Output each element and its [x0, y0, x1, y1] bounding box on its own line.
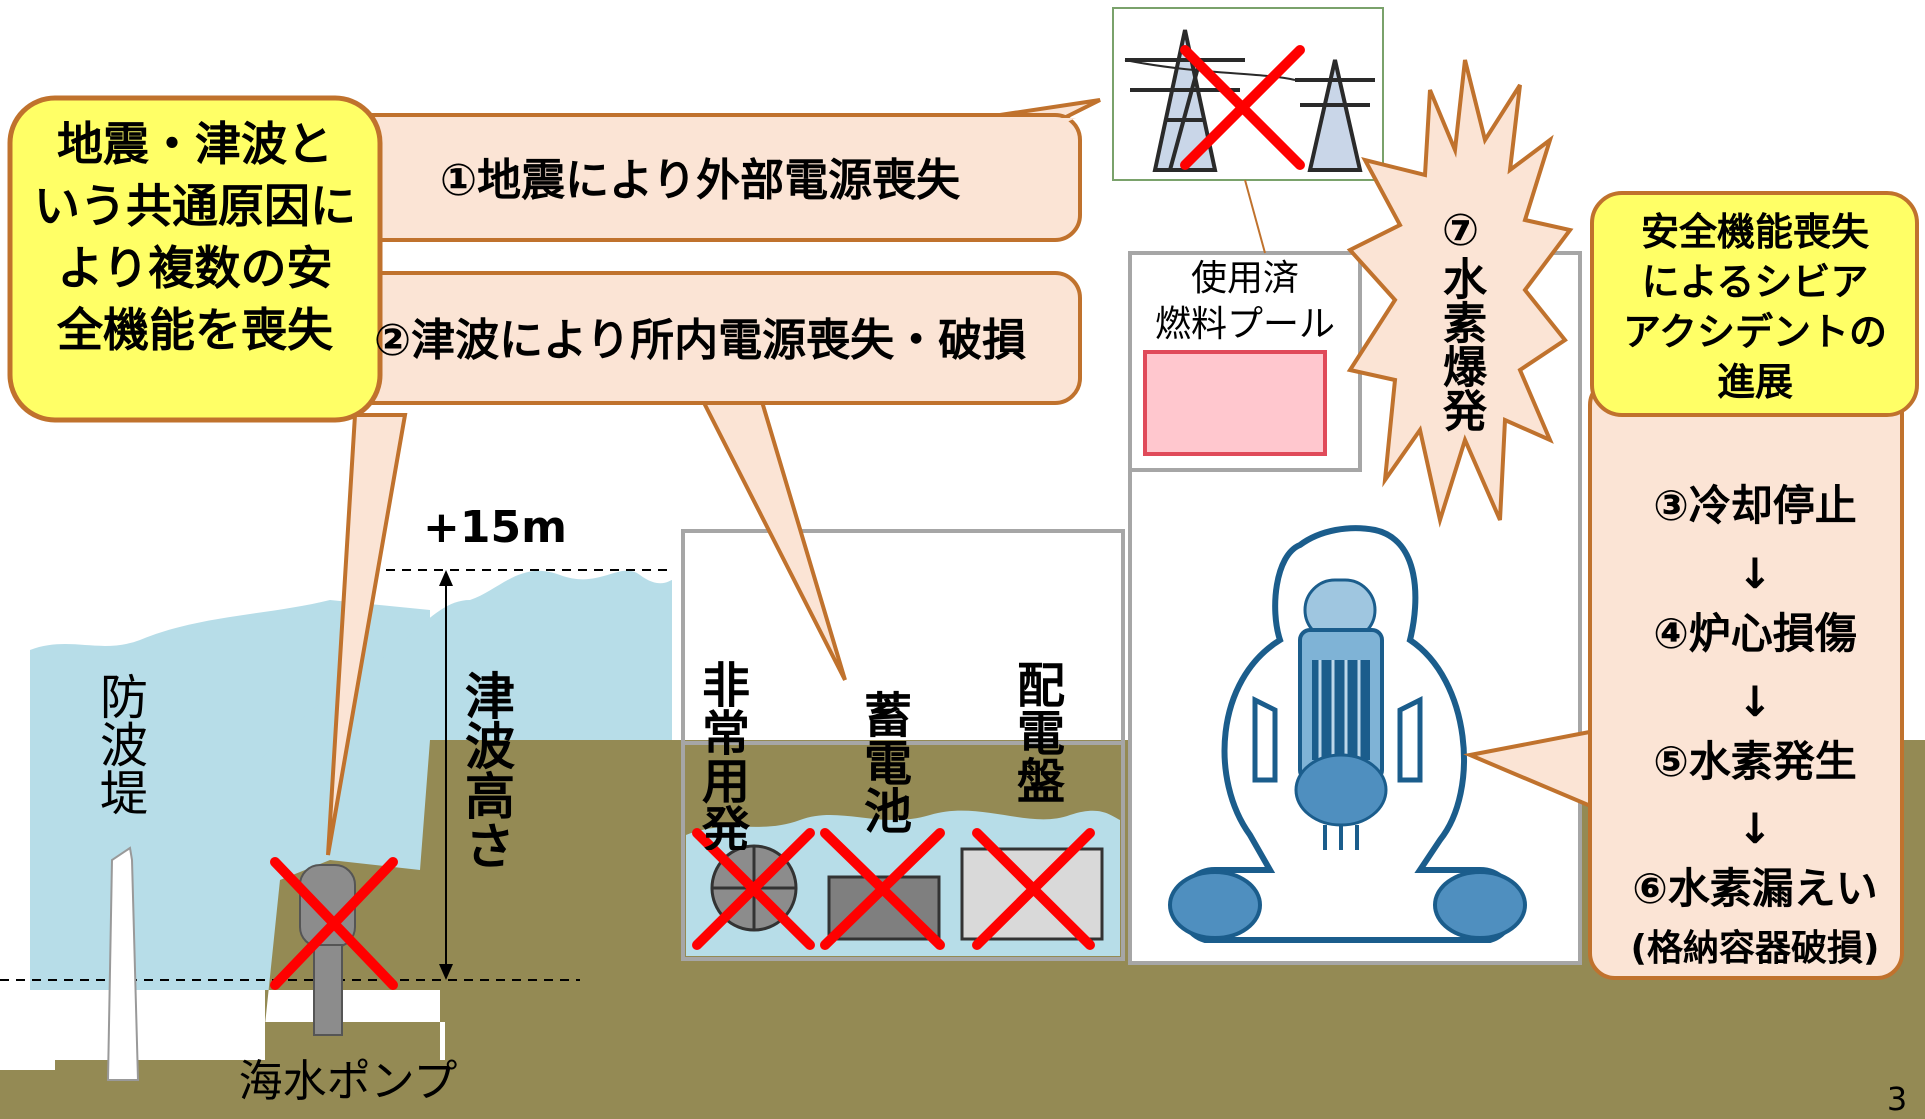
- callout-2-text: ②津波により所内電源喪失・破損: [374, 315, 1026, 366]
- down-arrow-icon: ↓: [1737, 677, 1772, 726]
- cross-mark-icon: [692, 828, 815, 950]
- severe-accident-title-box: [1590, 191, 1919, 417]
- cross-mark-icon: [1180, 45, 1305, 170]
- common-cause-box: [7, 95, 383, 423]
- callout-1-patch: [1002, 118, 1076, 150]
- callout-1-text: ①地震により外部電源喪失: [440, 155, 961, 206]
- down-arrow-icon: ↓: [1737, 804, 1772, 853]
- severe-accident-title-line: によるシビア: [1642, 260, 1869, 304]
- reactor-vessel-icon: [1168, 525, 1527, 943]
- battery-label: 蓄電池: [855, 690, 911, 834]
- pump-label: 海水ポンプ: [239, 1056, 458, 1107]
- generator-label: 非常用発電機: [693, 660, 749, 850]
- step-text: ③冷却停止: [1653, 481, 1857, 530]
- breakwater-label: 防波堤: [92, 672, 147, 816]
- pool-label-line: 燃料プール: [1155, 304, 1335, 345]
- step-text: ④炉心損傷: [1653, 609, 1857, 658]
- power-tower-icon: [1124, 29, 1375, 172]
- arrow-head-down: [439, 964, 453, 980]
- explosion-icon: [1346, 59, 1574, 528]
- down-arrow-icon: ↓: [1737, 549, 1772, 598]
- pointer-line: [1244, 179, 1266, 254]
- tsunami-height-label: +15m: [423, 502, 567, 553]
- callout-2-pointer: [696, 393, 847, 681]
- cross-mark-icon: [820, 828, 945, 950]
- breakwater-structure: [106, 846, 140, 1081]
- switchboard-label: 配電盤: [1008, 660, 1064, 804]
- severe-accident-title-line: アクシデントの: [1623, 310, 1887, 354]
- common-cause-text-line: 地震・津波と: [57, 117, 333, 171]
- severe-accident-title-line: 進展: [1717, 360, 1793, 404]
- explosion-label: ⑦水素爆発: [1435, 205, 1486, 432]
- page-number: 3: [1887, 1080, 1907, 1118]
- common-cause-text-line: 全機能を喪失: [56, 303, 334, 357]
- pool-label-line: 使用済: [1191, 258, 1299, 299]
- spent-fuel-pool: [1143, 350, 1327, 456]
- tsunami-wave: [260, 570, 672, 760]
- common-cause-pointer: [326, 413, 408, 856]
- cross-mark-icon: [270, 857, 398, 990]
- step-text: ⑤水素発生: [1653, 737, 1857, 786]
- cross-mark-icon: [972, 828, 1095, 950]
- step-text: (格納容器破損): [1631, 928, 1880, 969]
- step-text: ⑥水素漏えい: [1632, 864, 1878, 913]
- severe-accident-title-line: 安全機能喪失: [1641, 210, 1870, 254]
- common-cause-text-line: いう共通原因に: [34, 179, 356, 233]
- common-cause-text-line: より複数の安: [57, 241, 332, 295]
- arrow-head-up: [439, 570, 453, 586]
- tsunami-height-caption: 津波高さ: [458, 670, 515, 870]
